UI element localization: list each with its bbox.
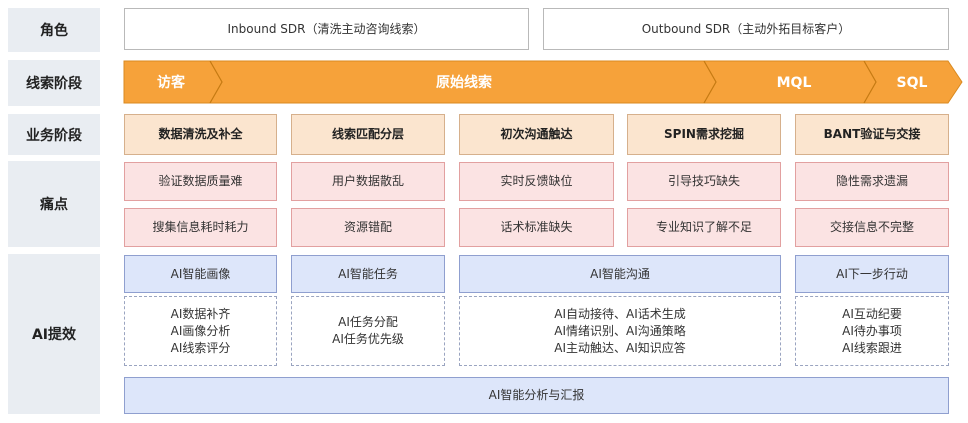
lead-stage-divider-1: [209, 60, 223, 104]
ai-detail-item: AI画像分析: [170, 323, 231, 338]
lead-stage-raw-lead: 原始线索: [436, 74, 492, 91]
business-stage-data-cleaning: 数据清洗及补全: [124, 114, 277, 155]
row-label-role: 角色: [8, 8, 100, 52]
ai-details-portrait: AI数据补齐 AI画像分析 AI线索评分: [124, 296, 277, 366]
row-label-pain: 痛点: [8, 161, 100, 247]
pain-point: 验证数据质量难: [124, 162, 277, 201]
ai-detail-item: AI任务分配: [338, 315, 398, 329]
pain-point: 用户数据散乱: [291, 162, 445, 201]
ai-details-task: AI任务分配 AI任务优先级: [291, 296, 445, 366]
ai-header-portrait: AI智能画像: [124, 255, 277, 293]
business-stage-first-contact: 初次沟通触达: [459, 114, 614, 155]
lead-stage-mql: MQL: [777, 75, 812, 91]
pain-point: 专业知识了解不足: [627, 208, 781, 247]
ai-detail-item: AI线索评分: [170, 340, 231, 355]
role-outbound-sdr: Outbound SDR（主动外拓目标客户）: [543, 8, 949, 50]
lead-stage-divider-3: [863, 60, 877, 104]
ai-details-next-action: AI互动纪要 AI待办事项 AI线索跟进: [795, 296, 949, 366]
ai-detail-item: AI互动纪要: [842, 306, 902, 321]
ai-footer-analysis-report: AI智能分析与汇报: [124, 377, 949, 414]
ai-header-communication: AI智能沟通: [459, 255, 781, 293]
ai-detail-item: AI主动触达、AI知识应答: [554, 340, 686, 355]
row-label-leads-stage: 线索阶段: [8, 60, 100, 106]
role-inbound-sdr: Inbound SDR（清洗主动咨询线索）: [124, 8, 529, 50]
ai-detail-item: AI线索跟进: [842, 340, 902, 355]
ai-detail-item: AI待办事项: [842, 323, 902, 338]
pain-point: 交接信息不完整: [795, 208, 949, 247]
pain-point: 话术标准缺失: [459, 208, 614, 247]
ai-detail-item: AI任务优先级: [332, 332, 404, 346]
ai-detail-item: AI自动接待、AI话术生成: [554, 306, 686, 321]
lead-stage-visitor: 访客: [157, 74, 186, 91]
row-label-business-stage: 业务阶段: [8, 114, 100, 155]
ai-details-communication: AI自动接待、AI话术生成 AI情绪识别、AI沟通策略 AI主动触达、AI知识应…: [459, 296, 781, 366]
pain-point: 实时反馈缺位: [459, 162, 614, 201]
row-label-ai: AI提效: [8, 254, 100, 414]
business-stage-lead-matching: 线索匹配分层: [291, 114, 445, 155]
lead-stage-divider-2: [703, 60, 717, 104]
lead-stage-arrow: 访客 原始线索 MQL SQL: [123, 60, 963, 104]
lead-stage-sql: SQL: [897, 75, 928, 91]
business-stage-bant: BANT验证与交接: [795, 114, 949, 155]
ai-header-next-action: AI下一步行动: [795, 255, 949, 293]
pain-point: 资源错配: [291, 208, 445, 247]
pain-point: 搜集信息耗时耗力: [124, 208, 277, 247]
business-stage-spin: SPIN需求挖掘: [627, 114, 781, 155]
pain-point: 引导技巧缺失: [627, 162, 781, 201]
ai-detail-item: AI数据补齐: [170, 306, 231, 321]
ai-detail-item: AI情绪识别、AI沟通策略: [554, 323, 686, 338]
ai-header-task: AI智能任务: [291, 255, 445, 293]
lead-stage-arrow-body: [123, 60, 963, 104]
pain-point: 隐性需求遗漏: [795, 162, 949, 201]
